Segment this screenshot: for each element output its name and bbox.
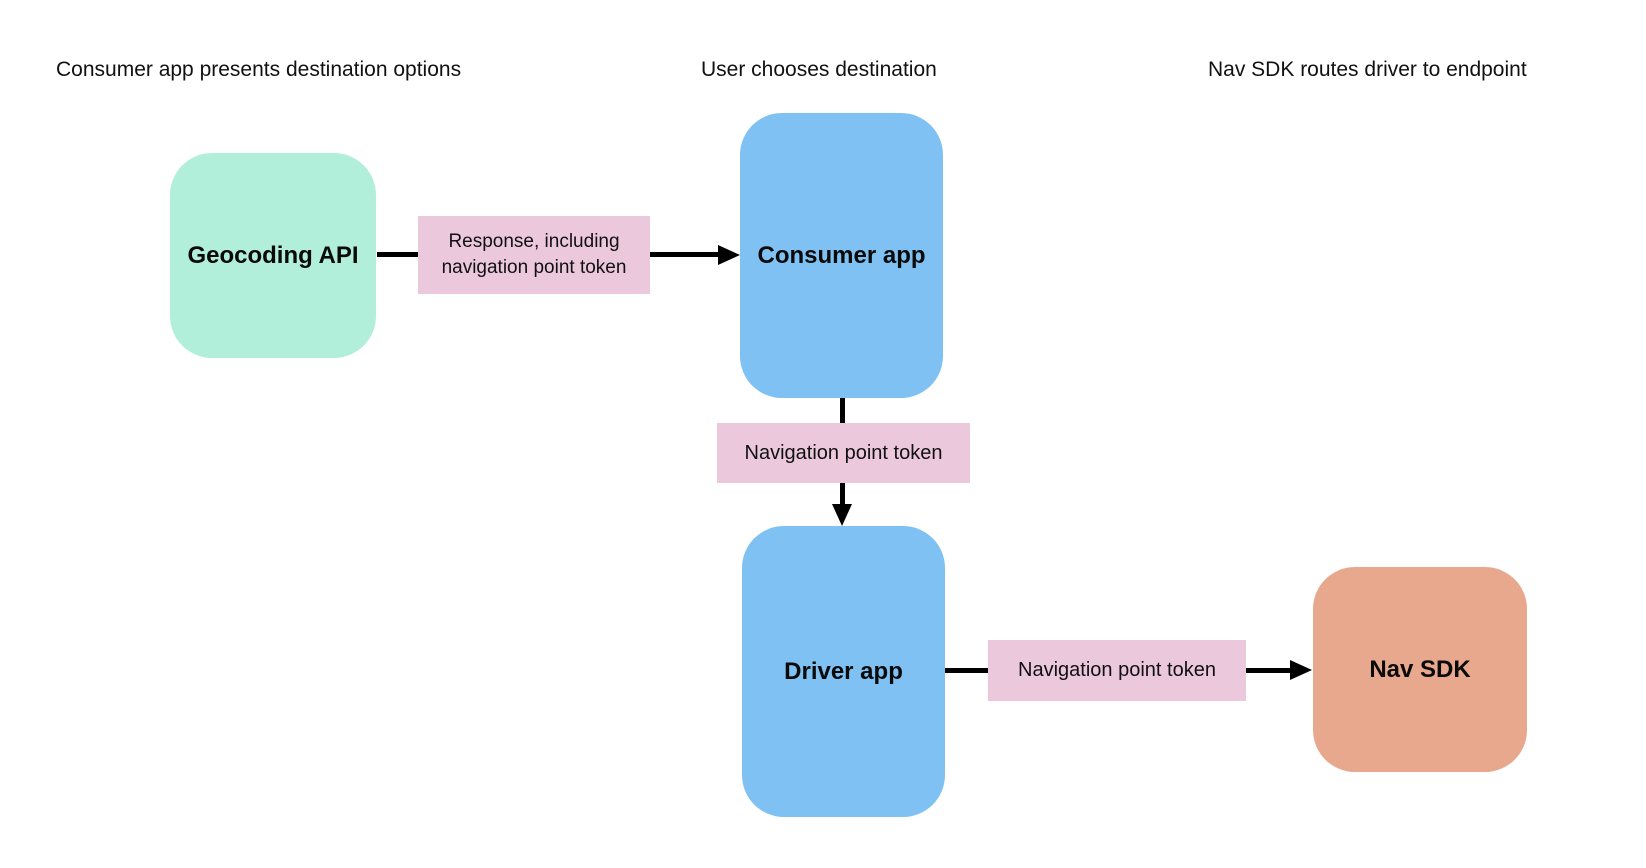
node-nav-sdk: Nav SDK <box>1313 567 1527 772</box>
arrow-line-label-to-driver <box>840 483 845 505</box>
node-driver-app-label: Driver app <box>784 657 903 685</box>
arrowhead-down-icon <box>832 504 852 526</box>
arrow-line-geocoding-to-label <box>377 252 418 257</box>
node-nav-sdk-label: Nav SDK <box>1369 655 1471 683</box>
node-consumer-app-label: Consumer app <box>757 241 926 269</box>
stage-header-nav-sdk-routes: Nav SDK routes driver to endpoint <box>1208 58 1527 81</box>
node-geocoding-api-label: Geocoding API <box>187 241 359 269</box>
arrow-line-consumer-to-label <box>840 398 845 424</box>
arrowhead-right-icon <box>1290 660 1312 680</box>
node-consumer-app: Consumer app <box>740 113 943 398</box>
arrow-line-driver-to-label <box>945 668 988 673</box>
arrow-line-label-to-navsdk <box>1246 668 1291 673</box>
node-geocoding-api: Geocoding API <box>170 153 376 358</box>
stage-header-consumer-presents: Consumer app presents destination option… <box>56 58 462 81</box>
arrowhead-right-icon <box>718 245 740 265</box>
edge-label-response-token: Response, including navigation point tok… <box>418 216 650 294</box>
edge-label-navigation-point-token-down: Navigation point token <box>717 423 970 483</box>
arrow-line-label-to-consumer <box>650 252 719 257</box>
stage-header-user-chooses: User chooses destination <box>701 58 937 81</box>
edge-label-navigation-point-token-right: Navigation point token <box>988 640 1246 701</box>
node-driver-app: Driver app <box>742 526 945 817</box>
